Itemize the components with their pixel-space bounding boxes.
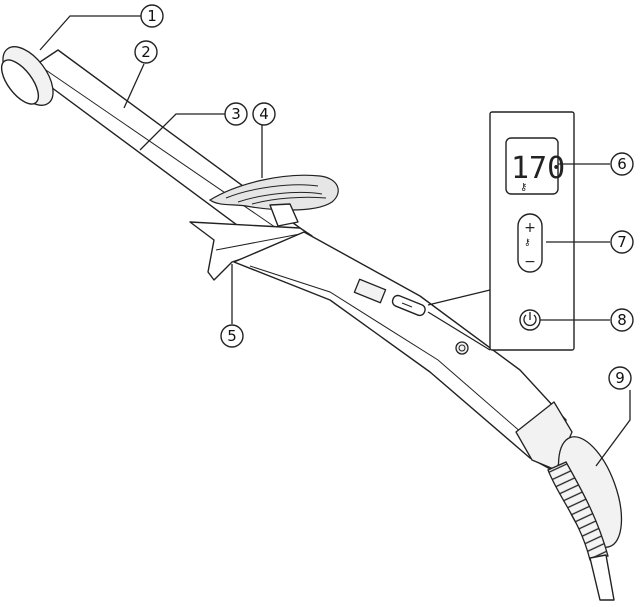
svg-text:4: 4 bbox=[259, 105, 269, 123]
svg-text:6: 6 bbox=[617, 155, 627, 173]
decrease-temperature-button[interactable]: − bbox=[524, 254, 536, 270]
temperature-readout: 170 bbox=[511, 151, 565, 186]
svg-text:8: 8 bbox=[617, 311, 627, 329]
svg-text:2: 2 bbox=[141, 43, 151, 61]
callout-5: 5 bbox=[221, 325, 243, 347]
temperature-display: 170 ⚷ bbox=[506, 138, 565, 194]
barrel bbox=[0, 38, 300, 248]
lock-icon: ⚷ bbox=[520, 182, 527, 193]
callout-9: 9 bbox=[609, 367, 631, 389]
callout-4: 4 bbox=[253, 103, 275, 125]
callout-2: 2 bbox=[135, 41, 157, 63]
svg-text:1: 1 bbox=[147, 7, 157, 25]
callout-1: 1 bbox=[141, 5, 163, 27]
key-lock-icon: ⚷ bbox=[524, 238, 531, 248]
svg-text:3: 3 bbox=[231, 105, 241, 123]
callout-7: 7 bbox=[611, 231, 633, 253]
callout-3: 3 bbox=[225, 103, 247, 125]
control-panel-inset: 170 ⚷ + ⚷ − bbox=[428, 112, 574, 350]
increase-temperature-button[interactable]: + bbox=[524, 220, 536, 236]
svg-text:5: 5 bbox=[227, 327, 237, 345]
svg-text:9: 9 bbox=[615, 369, 625, 387]
power-button[interactable] bbox=[520, 310, 540, 330]
temperature-buttons[interactable]: + ⚷ − bbox=[518, 214, 542, 272]
callout-8: 8 bbox=[611, 309, 633, 331]
swivel-cord bbox=[546, 429, 635, 600]
svg-text:7: 7 bbox=[617, 233, 627, 251]
callout-6: 6 bbox=[611, 153, 633, 175]
